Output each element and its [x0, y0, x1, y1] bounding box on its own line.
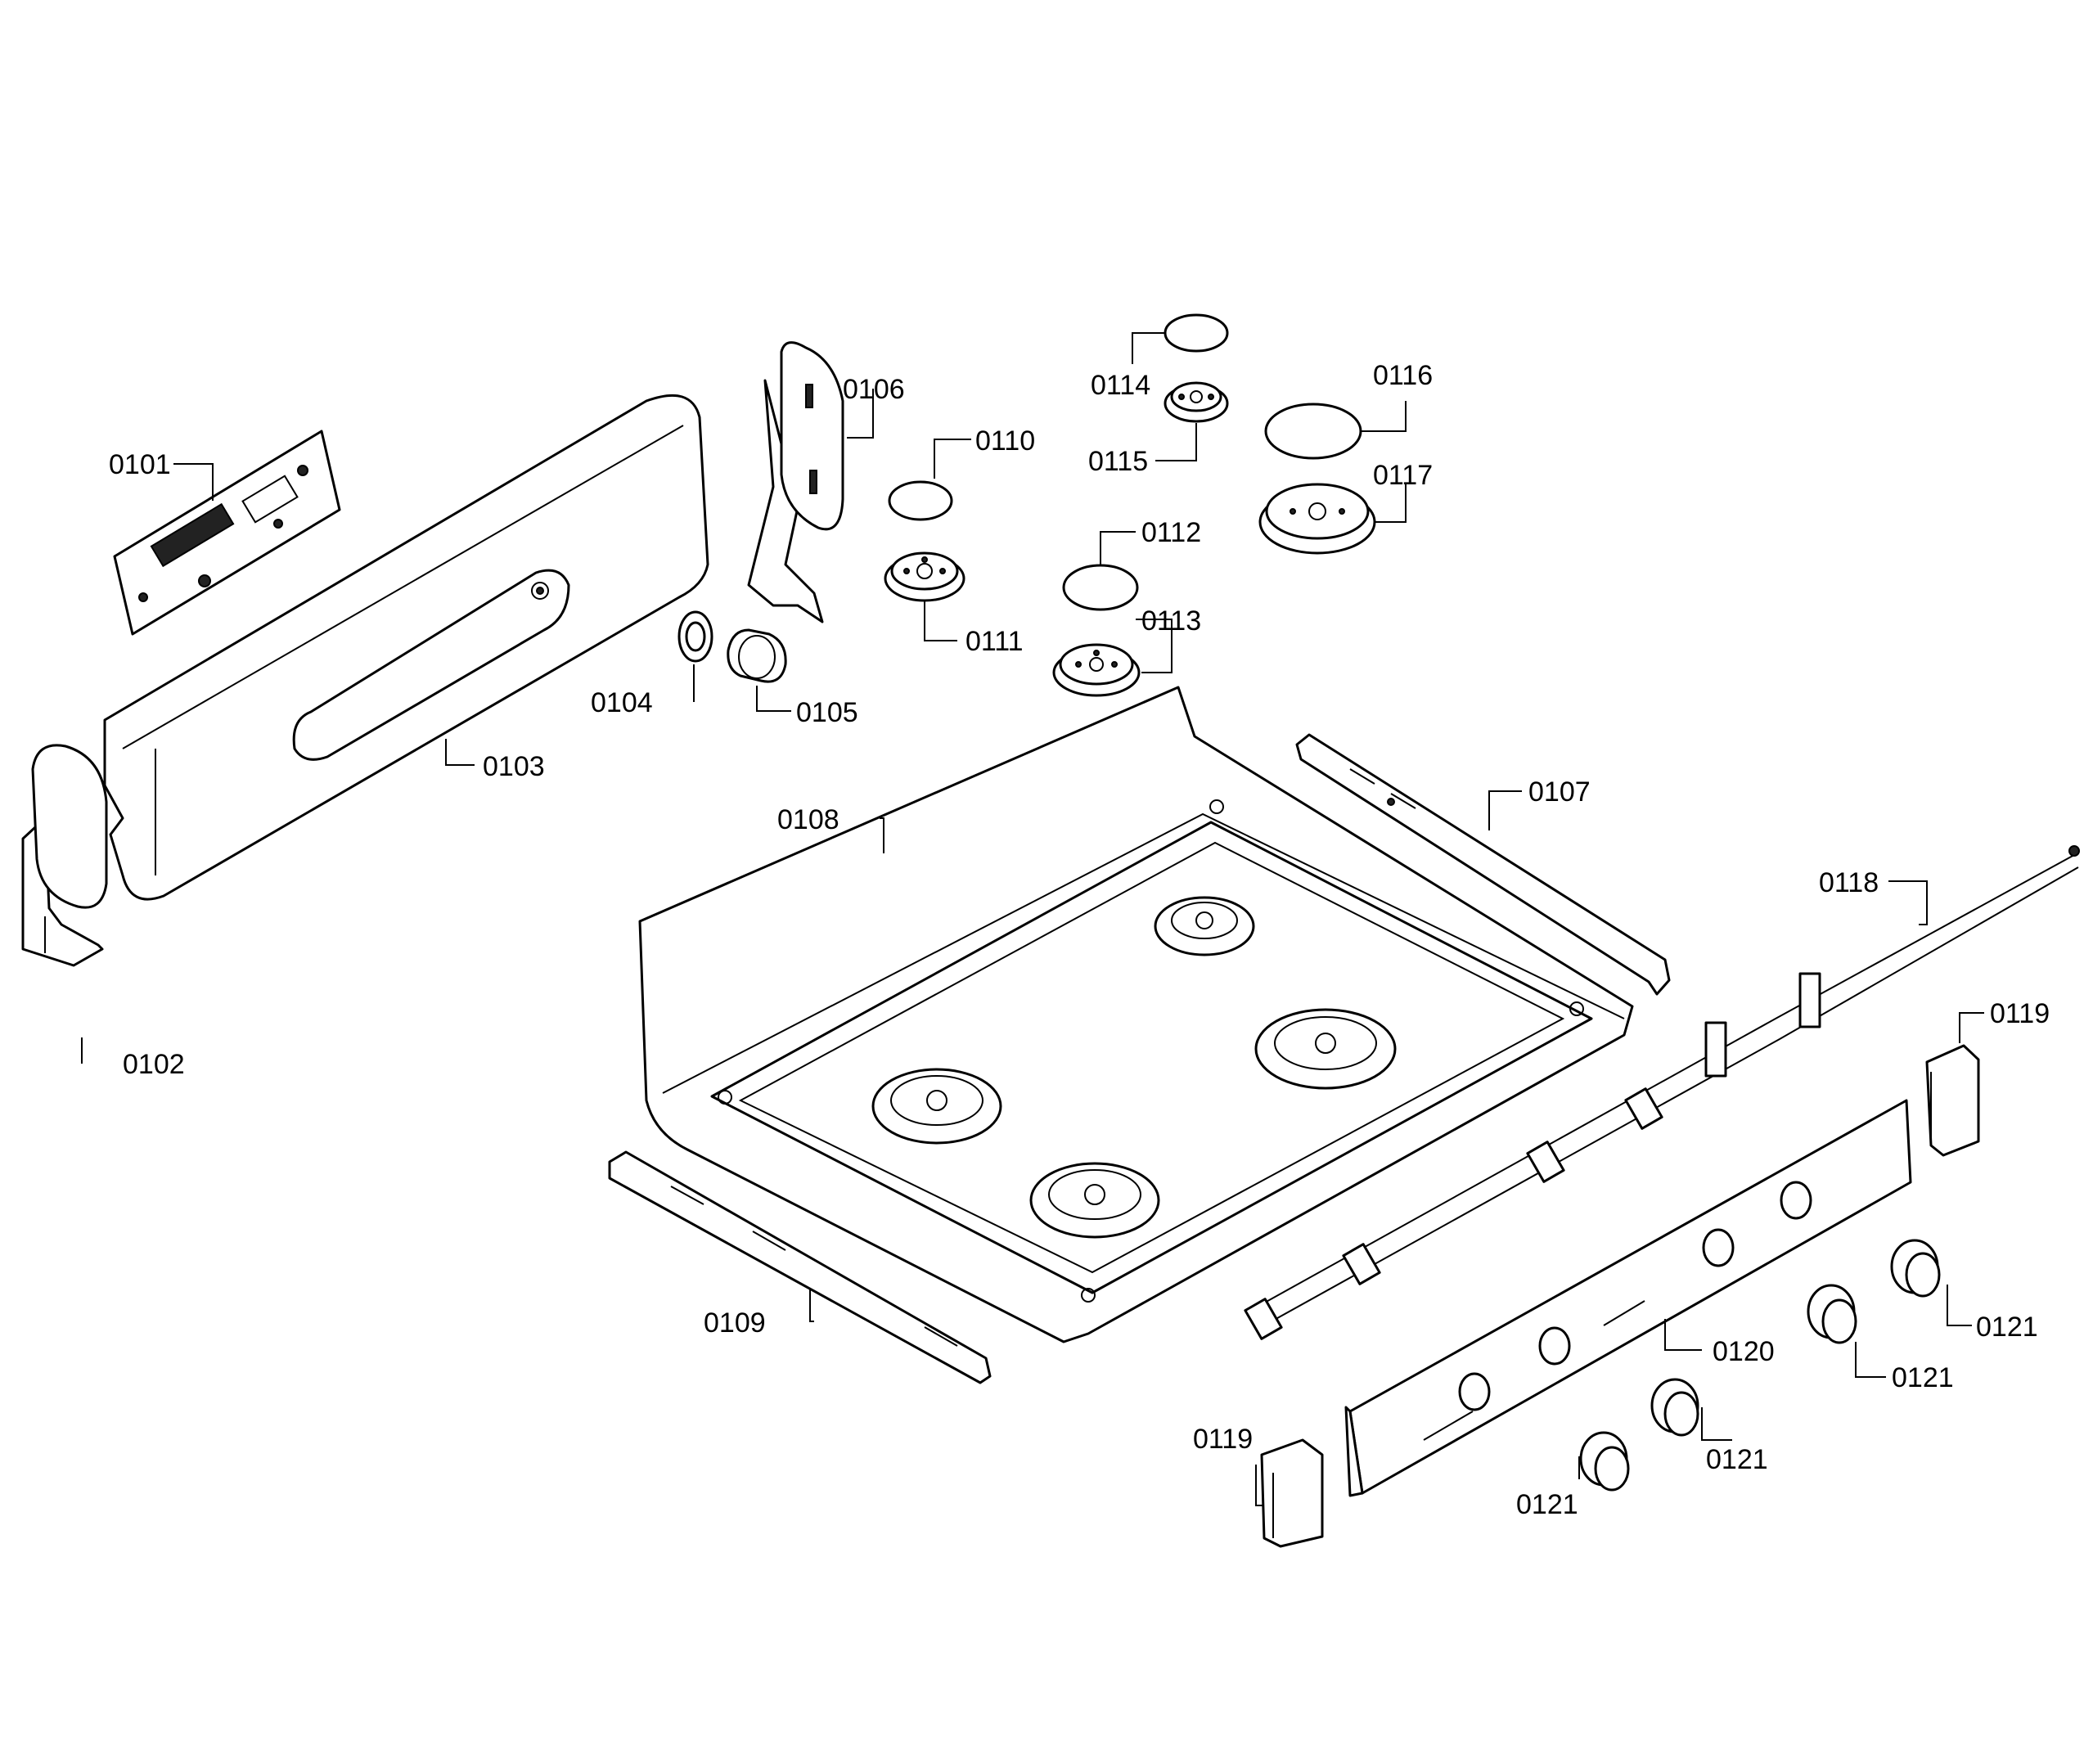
rear-rail-part	[1295, 733, 1671, 996]
label-0113: 0113	[1141, 605, 1201, 637]
label-0106: 0106	[843, 374, 905, 405]
burner-cap-0112	[1062, 564, 1139, 611]
label-0111: 0111	[965, 626, 1024, 657]
label-0114: 0114	[1091, 370, 1150, 401]
front-rail-part	[608, 1150, 992, 1384]
label-0102: 0102	[123, 1049, 185, 1080]
burner-head-0115	[1164, 381, 1229, 423]
cooktop-burner-well-back-left	[1154, 896, 1255, 956]
backguard-part	[103, 394, 709, 901]
small-knob-part	[727, 628, 787, 683]
burner-head-0111	[884, 551, 965, 602]
control-board-part	[113, 430, 341, 636]
label-0112: 0112	[1141, 517, 1201, 548]
label-0110: 0110	[975, 425, 1035, 457]
label-0116: 0116	[1373, 360, 1433, 391]
label-0109: 0109	[704, 1307, 766, 1339]
label-0117: 0117	[1373, 460, 1433, 491]
burner-cap-0110	[888, 480, 953, 521]
label-0120: 0120	[1713, 1336, 1775, 1367]
cooktop-burner-well-front-right	[1029, 1162, 1160, 1239]
cooktop-burner-well-front-left	[871, 1068, 1002, 1145]
label-0101: 0101	[109, 449, 171, 480]
burner-cap-0114	[1164, 313, 1229, 353]
label-0118: 0118	[1819, 867, 1879, 898]
label-0115: 0115	[1088, 446, 1148, 477]
left-end-cap-part	[21, 744, 108, 967]
knob-part-d	[1890, 1239, 1941, 1298]
knob-part-b	[1650, 1378, 1699, 1437]
label-0121-c: 0121	[1706, 1444, 1768, 1475]
label-0119-right: 0119	[1990, 998, 2050, 1029]
part-labels: 0101 0102 0103 0104 0105 0106 0107 0108 …	[109, 360, 2050, 1520]
label-0121-d: 0121	[1516, 1489, 1578, 1520]
label-0119-left: 0119	[1193, 1424, 1253, 1455]
label-0108: 0108	[777, 804, 839, 835]
control-panel-part	[1344, 1099, 1912, 1497]
label-0104: 0104	[591, 687, 653, 718]
label-0121-a: 0121	[1976, 1312, 2038, 1343]
leader-lines	[81, 332, 1984, 1506]
label-0121-b: 0121	[1892, 1362, 1954, 1393]
cooktop-part	[638, 686, 1634, 1343]
side-cap-left-part	[1260, 1438, 1324, 1548]
knob-part-a	[1579, 1431, 1630, 1492]
label-0105: 0105	[796, 697, 858, 728]
burner-head-0113	[1052, 643, 1141, 697]
label-0107: 0107	[1528, 776, 1591, 808]
burner-cap-0116	[1264, 403, 1362, 460]
knob-part-c	[1807, 1284, 1857, 1344]
wire-harness-part	[1244, 845, 2080, 1340]
burner-head-0117	[1258, 483, 1376, 555]
side-cap-right-part	[1925, 1044, 1980, 1157]
bezel-ring-part	[677, 610, 713, 663]
cooktop-burner-well-back-right	[1254, 1008, 1397, 1090]
label-0103: 0103	[483, 751, 545, 782]
right-end-cap-part	[747, 341, 844, 623]
